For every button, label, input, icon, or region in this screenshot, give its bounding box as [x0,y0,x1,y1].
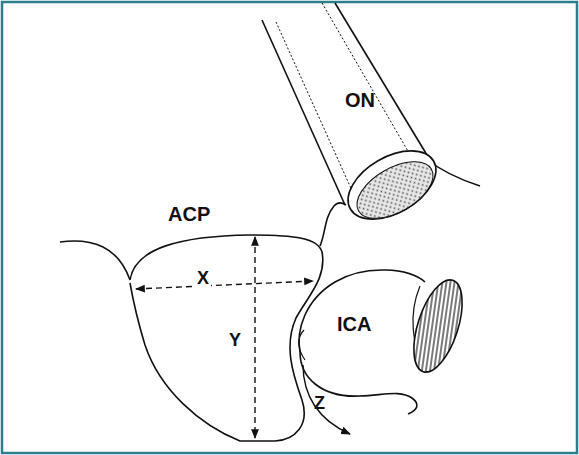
clinoid-label: ACP [168,204,210,224]
dimension-label: Y [227,330,243,350]
optic-nerve-label: ON [345,90,375,110]
artery-label: ICA [337,314,371,334]
dimension-label: Z [314,394,325,412]
dimension-label: X [195,268,211,288]
